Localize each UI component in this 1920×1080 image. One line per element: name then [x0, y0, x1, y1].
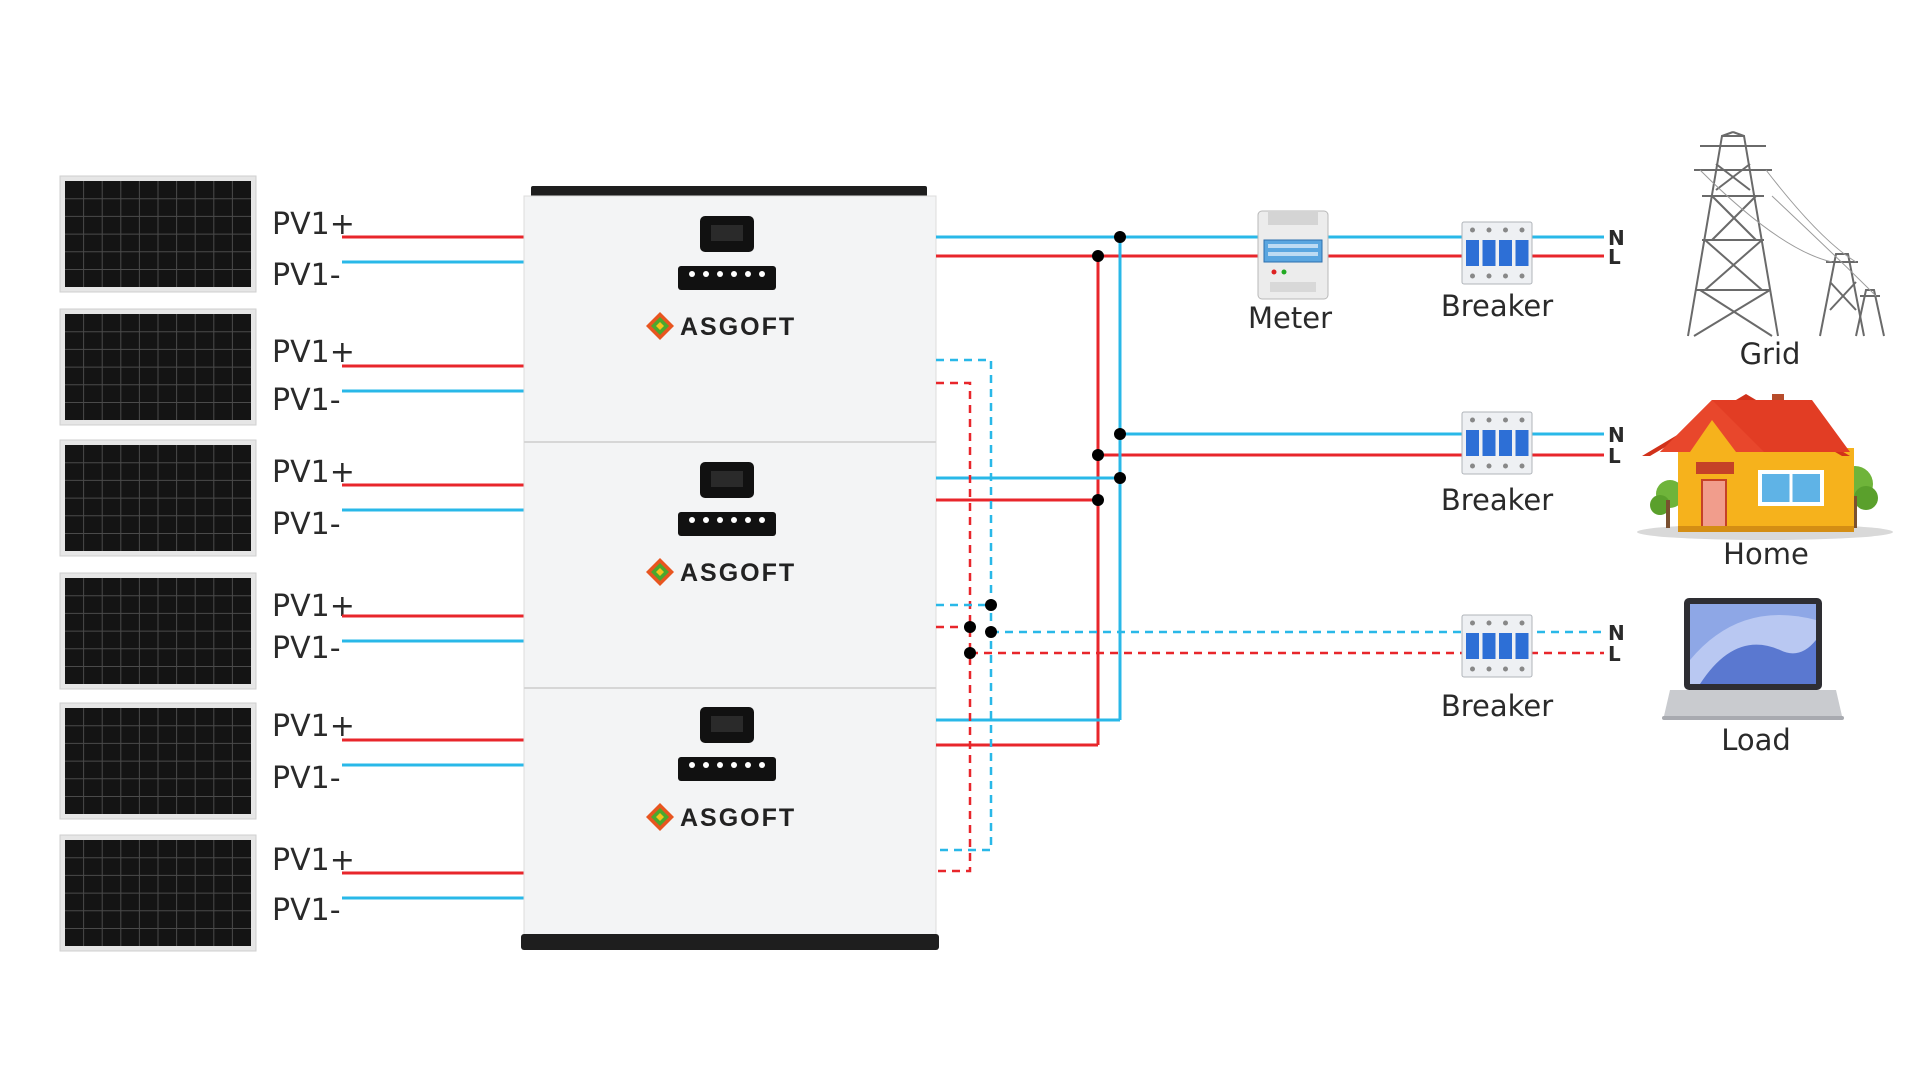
- junction-dot: [1114, 472, 1126, 484]
- laptop-icon: [1662, 598, 1844, 720]
- breaker-label: Breaker: [1441, 689, 1553, 723]
- pv-minus-label: PV1-: [272, 893, 341, 928]
- pv-minus-label: PV1-: [272, 258, 341, 293]
- meter-label: Meter: [1248, 301, 1332, 335]
- inverter-body: [523, 195, 937, 945]
- pv-wire-group: [342, 235, 524, 900]
- inverter-module: ASGOFT: [646, 707, 796, 832]
- solar-panel-icon: [59, 308, 257, 426]
- junction-dot: [1114, 428, 1126, 440]
- load-label: Load: [1721, 723, 1791, 757]
- pv-plus-label: PV1+: [272, 335, 355, 370]
- junction-dot: [1092, 494, 1104, 506]
- load-live-loop: [936, 381, 972, 873]
- junction-dot: [985, 599, 997, 611]
- solar-panel-icon: [59, 702, 257, 820]
- inverter-top-cap: [531, 186, 927, 198]
- pv-minus-label: PV1-: [272, 761, 341, 796]
- pv-minus-label: PV1-: [272, 383, 341, 418]
- live-label: L: [1608, 245, 1621, 269]
- asgoft-logo-icon: [646, 558, 674, 586]
- junction-dot: [985, 626, 997, 638]
- breaker-icon: [1461, 221, 1533, 285]
- pv-plus-label: PV1+: [272, 843, 355, 878]
- junction-dot: [1114, 231, 1126, 243]
- inverter-module: ASGOFT: [646, 216, 796, 341]
- inverter-stack: ASGOFT ASGOFT ASGOFT: [521, 186, 939, 950]
- breaker-label: Breaker: [1441, 483, 1553, 517]
- solar-panel-icon: [59, 439, 257, 557]
- junction-dot: [964, 621, 976, 633]
- grid-label: Grid: [1740, 337, 1801, 371]
- pv-plus-label: PV1+: [272, 455, 355, 490]
- home-label: Home: [1723, 537, 1809, 571]
- neutral-label: N: [1608, 226, 1625, 250]
- solar-panel-icon: [59, 175, 257, 293]
- neutral-label: N: [1608, 423, 1625, 447]
- breaker-icon: [1461, 614, 1533, 678]
- asgoft-logo-icon: [646, 803, 674, 831]
- asgoft-logo-icon: [646, 312, 674, 340]
- breaker-icon: [1461, 411, 1533, 475]
- pv-plus-label: PV1+: [272, 589, 355, 624]
- solar-panel-icon: [59, 572, 257, 690]
- junction-dot: [1092, 250, 1104, 262]
- brand-label: ASGOFT: [680, 804, 796, 832]
- pv-label-group: PV1+ PV1- PV1+ PV1- PV1+ PV1- PV1+ PV1- PV1+ PV1-…: [272, 207, 355, 928]
- solar-panel-array: [59, 175, 257, 952]
- power-tower-icon: [1687, 131, 1885, 337]
- junction-dot: [964, 647, 976, 659]
- neutral-label: N: [1608, 621, 1625, 645]
- breaker-label: Breaker: [1441, 289, 1553, 323]
- inverter-button-panel: [678, 512, 776, 536]
- live-label: L: [1608, 444, 1621, 468]
- pv-plus-label: PV1+: [272, 207, 355, 242]
- pv-plus-label: PV1+: [272, 709, 355, 744]
- junction-dot: [1092, 449, 1104, 461]
- inverter-base: [521, 934, 939, 950]
- pv-minus-label: PV1-: [272, 507, 341, 542]
- inverter-module: ASGOFT: [646, 462, 796, 587]
- inverter-button-panel: [678, 266, 776, 290]
- pv-minus-label: PV1-: [272, 631, 341, 666]
- brand-label: ASGOFT: [680, 559, 796, 587]
- live-label: L: [1608, 642, 1621, 666]
- energy-meter-icon: [1257, 210, 1329, 300]
- house-icon: [1637, 394, 1893, 540]
- brand-label: ASGOFT: [680, 313, 796, 341]
- solar-panel-icon: [59, 834, 257, 952]
- inverter-button-panel: [678, 757, 776, 781]
